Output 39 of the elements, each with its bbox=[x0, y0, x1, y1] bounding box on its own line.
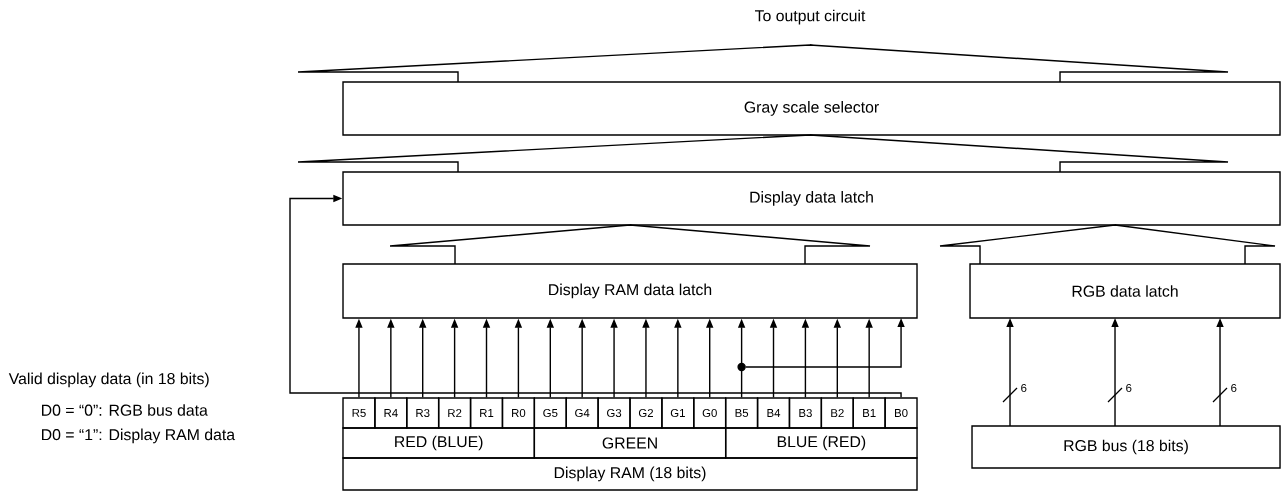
output-label: To output circuit bbox=[755, 9, 866, 25]
bit-cell: G0 bbox=[693, 397, 727, 429]
block-box: Gray scale selector bbox=[342, 81, 1281, 136]
edge-label: 6 bbox=[1126, 383, 1132, 393]
bit-cell: B0 bbox=[884, 397, 918, 429]
bit-cell: G3 bbox=[597, 397, 631, 429]
bit-cell: B4 bbox=[756, 397, 791, 429]
bit-cell: G2 bbox=[629, 397, 663, 429]
bus-connector bbox=[297, 134, 1229, 173]
arrow bbox=[289, 194, 902, 398]
block-box: Display RAM data latch bbox=[342, 263, 918, 319]
memory-box: Display RAM (18 bits) bbox=[342, 457, 918, 491]
note-text: D0 = “0”: RGB bus data bbox=[42, 404, 208, 416]
bit-cell: B2 bbox=[820, 397, 854, 429]
edge-label: 6 bbox=[1231, 383, 1237, 393]
bit-cell: R3 bbox=[406, 397, 440, 429]
bit-cell: B1 bbox=[852, 397, 886, 429]
block-box: Display data latch bbox=[342, 171, 1281, 226]
block-box: RGB data latch bbox=[969, 263, 1281, 319]
field-cell: GREEN bbox=[533, 427, 727, 459]
bit-cell: G4 bbox=[565, 397, 599, 429]
bit-cell: R5 bbox=[342, 397, 376, 429]
bit-cell: B5 bbox=[724, 397, 759, 429]
note-text: Valid display data (in 18 bits) bbox=[8, 372, 209, 388]
field-cell: RED (BLUE) bbox=[342, 427, 536, 459]
bit-cell: G5 bbox=[533, 397, 567, 429]
bit-cell: G1 bbox=[661, 397, 695, 429]
bus-connector bbox=[389, 224, 871, 265]
edge-label: 6 bbox=[1021, 383, 1027, 393]
bus-connector bbox=[939, 224, 1276, 265]
bit-cell: R4 bbox=[374, 397, 408, 429]
bus-connector bbox=[297, 44, 1229, 83]
field-cell: BLUE (RED) bbox=[725, 427, 918, 459]
note-text: D0 = “1”: Display RAM data bbox=[42, 428, 236, 444]
bit-cell: R1 bbox=[469, 397, 504, 429]
bus-box: RGB bus (18 bits) bbox=[971, 425, 1281, 469]
bit-cell: R0 bbox=[501, 397, 536, 429]
bit-cell: B3 bbox=[788, 397, 823, 429]
bit-cell: R2 bbox=[437, 397, 472, 429]
